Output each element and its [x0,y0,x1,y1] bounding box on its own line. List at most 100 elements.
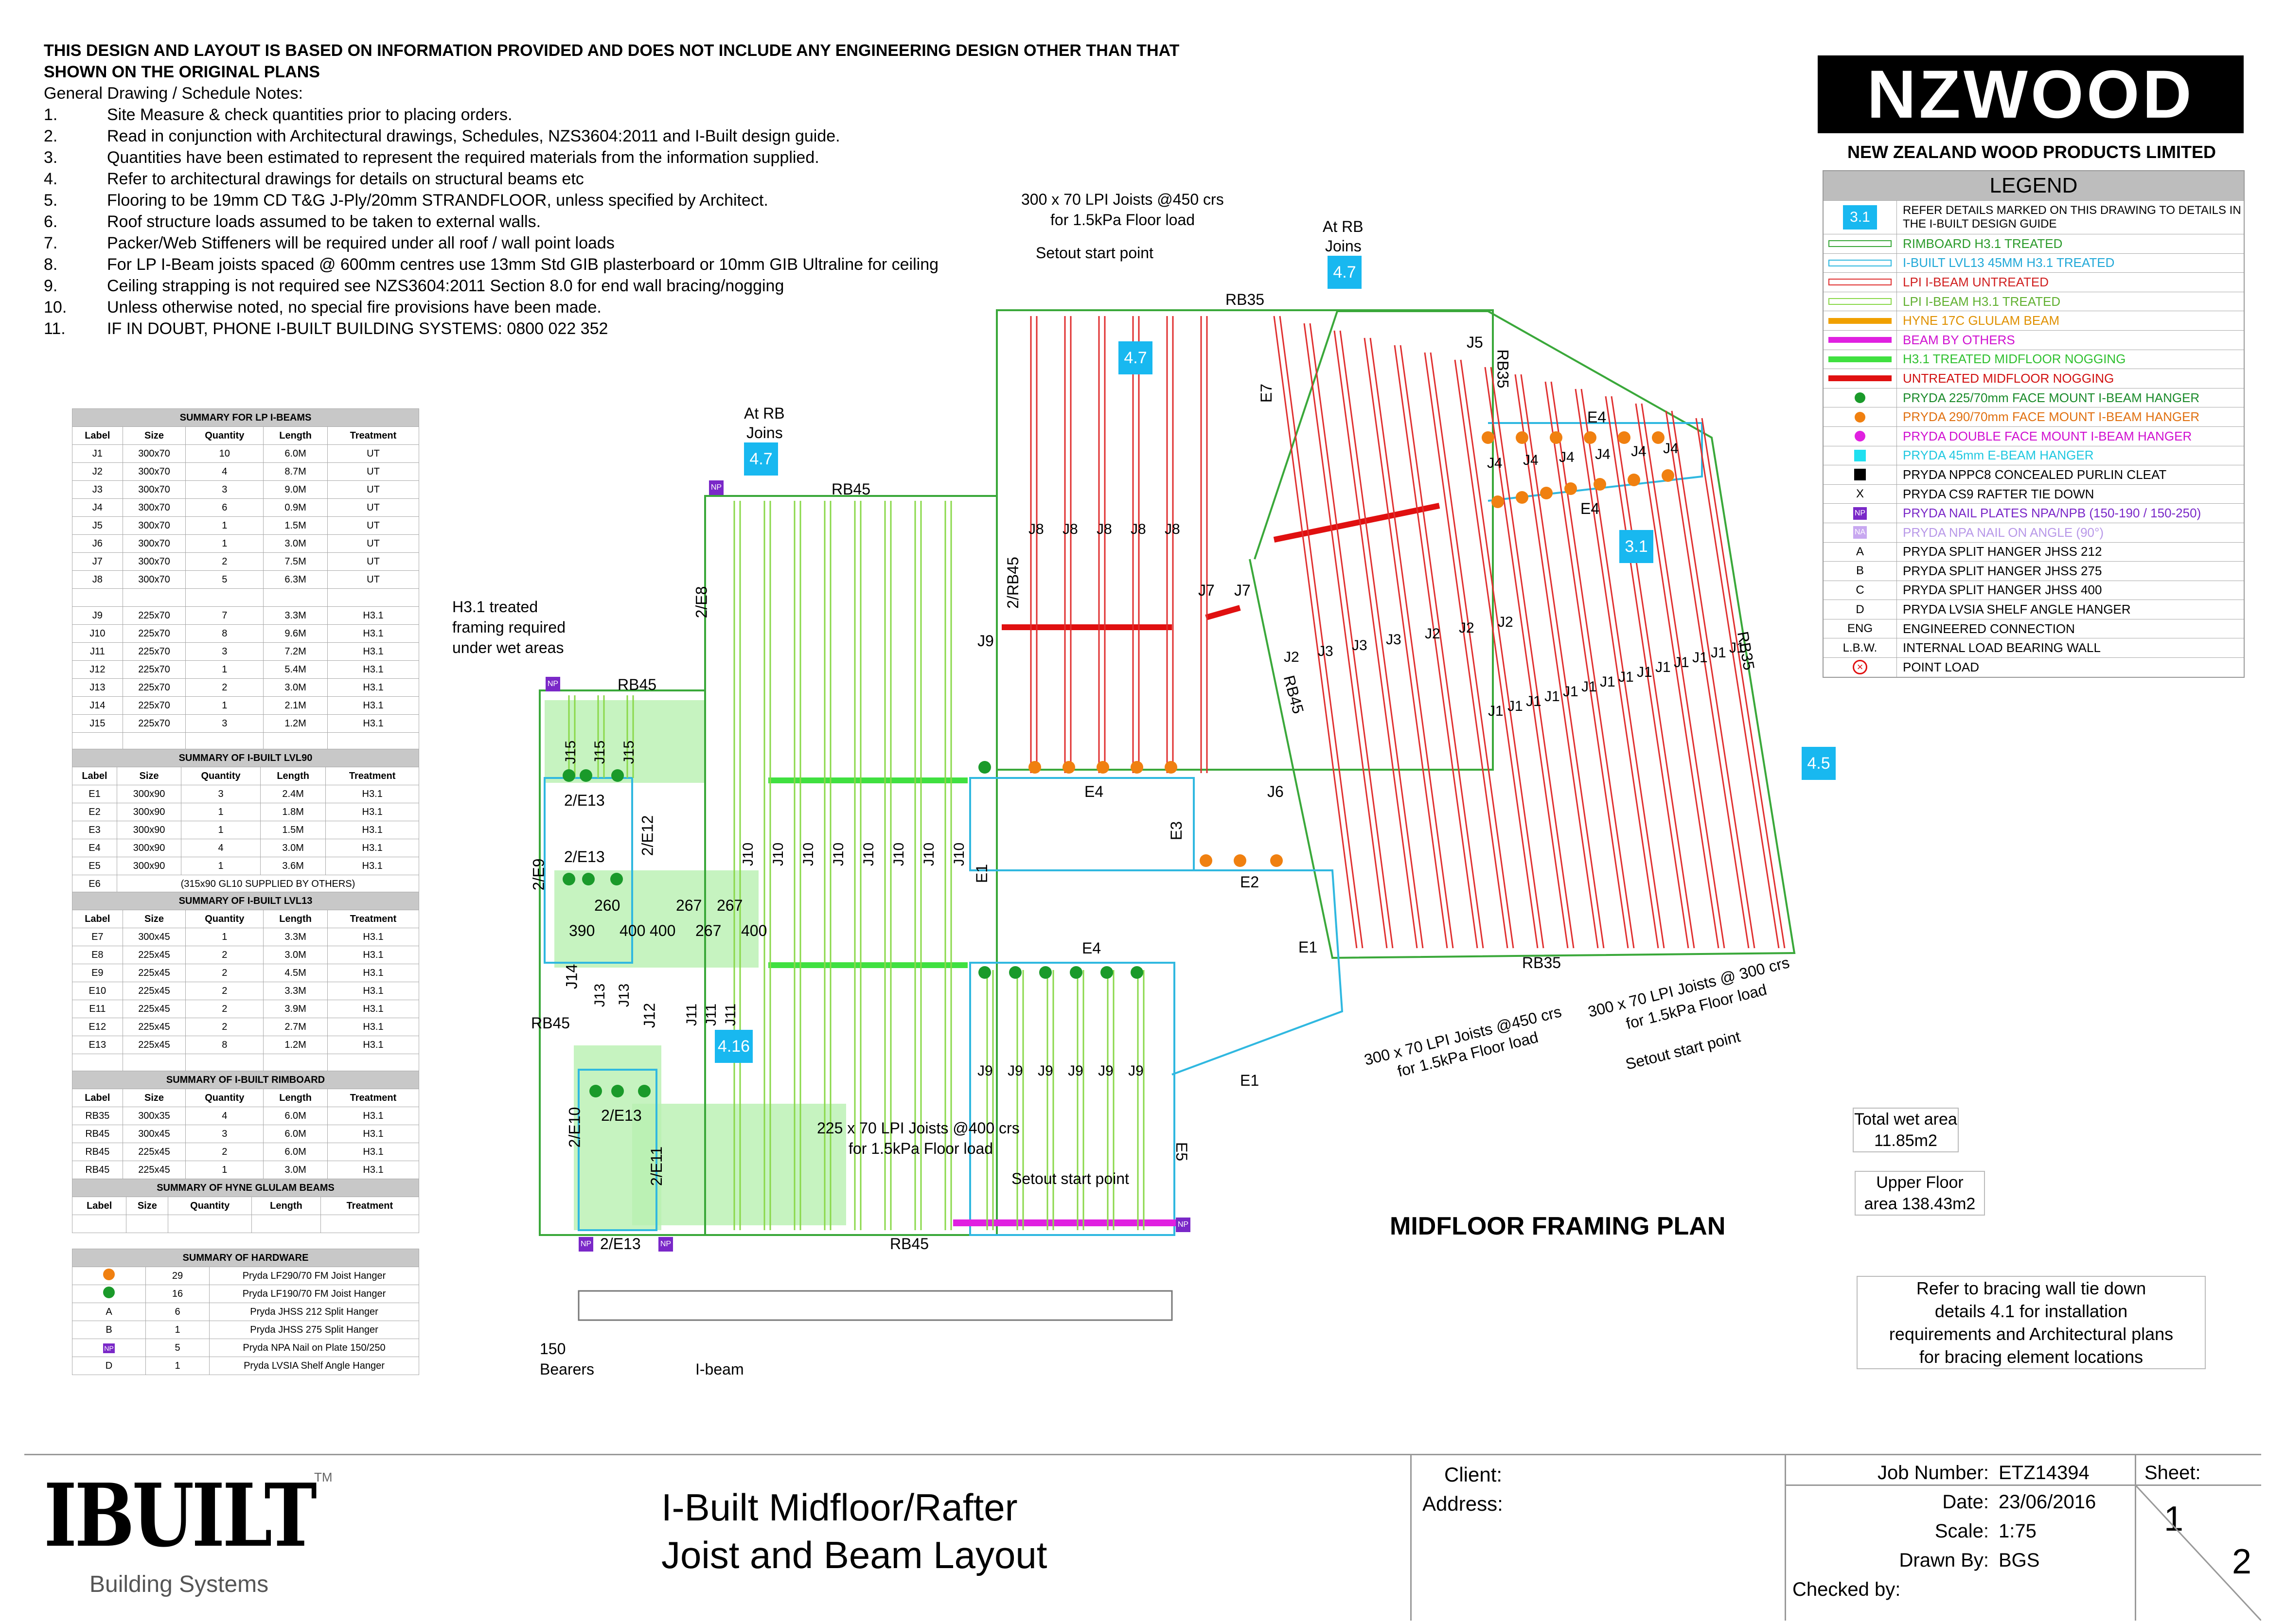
table-cell: UT [327,516,420,535]
table-cell: UT [327,570,420,589]
note-text: Packer/Web Stiffeners will be required u… [107,234,615,252]
joist-label: J15 [621,740,638,764]
upper-floor-box: Upper Floor area 138.43m2 [1855,1171,1985,1216]
legend-symbol: A [1824,542,1897,562]
table-row [72,588,420,607]
note-item: 4.Refer to architectural drawings for de… [44,168,1308,190]
table-cell: 1.5M [263,516,328,535]
joist-label: J10 [951,842,968,866]
dim-400a: 400 [620,922,646,939]
joist-label: J2 [1498,614,1513,630]
table-cell: H3.1 [327,928,420,946]
member-e2: E2 [1240,873,1259,891]
hanger-dot-icon [1855,431,1865,442]
table-cell: H3.1 [327,1000,420,1018]
member-j14: J14 [563,964,581,989]
table-cell: 4 [185,462,264,481]
legend-row: L.B.W.INTERNAL LOAD BEARING WALL [1824,638,2244,658]
legend-symbol [1824,465,1897,484]
table-cell: E13 [72,1036,123,1054]
table-caption-row: SUMMARY FOR LP I-BEAMS [72,408,419,427]
legend-symbol [1824,350,1897,369]
table-cell: 300x70 [122,498,186,517]
drawn-by-value: BGS [1999,1550,2040,1571]
nail-plate-icon: NA [1853,526,1867,539]
table-cell [71,1215,127,1233]
table-cell: 7.5M [263,552,328,571]
label-lpi450-top-b: for 1.5kPa Floor load [1050,211,1195,229]
joist-label: J1 [1600,674,1615,690]
table-cell: 1.2M [263,714,328,733]
table-cell: 3 [185,480,264,499]
hanger-dot [1550,431,1562,444]
member-j12: J12 [640,1003,658,1028]
table-cell [72,732,123,751]
notes-subheader: General Drawing / Schedule Notes: [44,84,303,103]
hanger-dot [563,873,575,885]
company-name: NEW ZEALAND WOOD PRODUCTS LIMITED [1847,142,2216,162]
note-text: Site Measure & check quantities prior to… [107,106,513,124]
lvl-e4-right [1488,422,1703,502]
table-cell: 1.8M [260,803,326,821]
hardware-symbol [72,1267,146,1285]
joist-label: J9 [1038,1063,1053,1079]
legend-symbol [1824,253,1897,273]
table-cell: H3.1 [327,946,420,964]
hanger-dot [1097,761,1109,774]
label-lpi400-a: 225 x 70 LPI Joists @400 crs [817,1119,1020,1137]
nzwood-logo: NZWOOD [1818,55,2244,133]
table-cell: 300x35 [122,1107,186,1125]
legend-text: PRYDA SPLIT HANGER JHSS 212 [1903,544,2102,559]
wet-area-label: Total wet area [1854,1110,1957,1129]
table-cell: H3.1 [325,803,419,821]
hanger-dot [1070,966,1082,979]
detail-tag-icon: 3.1 [1843,205,1877,229]
sheet-total: 2 [2232,1542,2252,1581]
joist-label: J9 [1008,1063,1023,1079]
hanger-dot [1131,761,1143,774]
legend-text: PRYDA 225/70mm FACE MOUNT I-BEAM HANGER [1903,390,2200,405]
table-cell: 2.4M [260,785,326,803]
dim-267a: 267 [676,897,702,914]
note-number: 10. [44,298,67,317]
member-e13b: 2/E13 [564,848,605,865]
member-e1c: E1 [1240,1072,1259,1089]
joist-label: J1 [1526,693,1541,709]
table-cell: 8 [185,624,264,643]
joist-label: J1 [1581,679,1597,695]
label-lpi400-b: for 1.5kPa Floor load [849,1140,993,1157]
bracing-line: Refer to bracing wall tie down [1916,1278,2146,1298]
table-title: SUMMARY FOR LP I-BEAMS [72,408,419,427]
member-rb45v: 2/RB45 [1004,557,1022,609]
notes-header-1: THIS DESIGN AND LAYOUT IS BASED ON INFOR… [44,41,1180,60]
hardware-desc: Pryda JHSS 275 Split Hanger [209,1321,419,1339]
nail-plate-icon: NP [103,1343,115,1353]
member-rb45-3: RB45 [531,1014,570,1032]
table-cell: J3 [72,480,123,499]
legend-text: REFER DETAILS MARKED ON THIS DRAWING TO … [1903,204,2241,230]
hanger-dot [1652,431,1665,444]
hanger-dot [1482,431,1494,444]
hardware-symbol [72,1285,146,1303]
hardware-desc: Pryda JHSS 212 Split Hanger [209,1303,419,1321]
dim-390: 390 [569,922,595,939]
table-cell: 300x90 [116,803,182,821]
legend-row: ×POINT LOAD [1824,657,2244,677]
legend-symbol: X [1824,484,1897,504]
nail-plate-marker: NP [709,480,724,495]
note-item: 5.Flooring to be 19mm CD T&G J-Ply/20mm … [44,190,1308,211]
column-header: Size [122,1089,186,1107]
table-cell: 225x70 [122,714,186,733]
